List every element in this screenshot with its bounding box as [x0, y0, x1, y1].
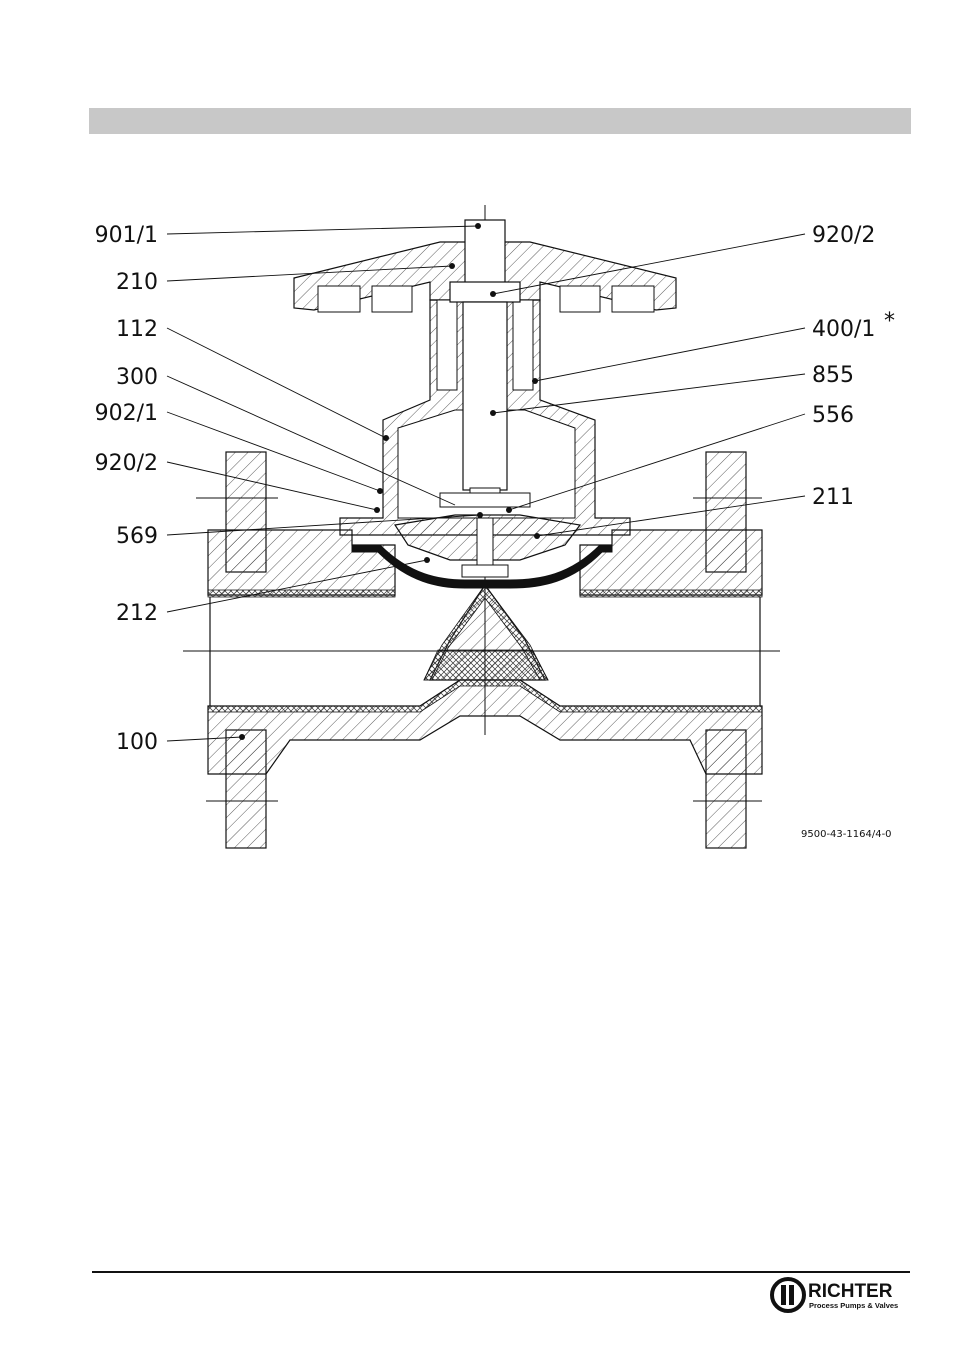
part-label-569: 569 — [116, 524, 158, 549]
brand-tagline: Process Pumps & Valves — [809, 1301, 898, 1310]
part-label-210: 210 — [116, 270, 158, 295]
footer-rule — [92, 1271, 910, 1273]
asterisk-mark: * — [884, 309, 895, 334]
richter-logo: RICHTER Process Pumps & Valves — [770, 1275, 910, 1315]
part-label-920-2-left: 920/2 — [95, 451, 158, 476]
brand-name: RICHTER — [808, 1281, 893, 1302]
part-label-855: 855 — [812, 363, 854, 388]
part-label-212: 212 — [116, 601, 158, 626]
part-label-112: 112 — [116, 317, 158, 342]
part-label-100: 100 — [116, 730, 158, 755]
weir — [424, 585, 548, 680]
part-label-300: 300 — [116, 365, 158, 390]
part-label-901-1: 901/1 — [95, 223, 158, 248]
drawing-number: 9500-43-1164/4-0 — [801, 829, 892, 840]
part-label-902-1: 902/1 — [95, 401, 158, 426]
part-label-920-2-right: 920/2 — [812, 223, 875, 248]
part-label-211: 211 — [812, 485, 854, 510]
richter-emblem-icon — [772, 1279, 804, 1311]
part-label-556: 556 — [812, 403, 854, 428]
part-label-400-1: 400/1 — [812, 317, 875, 342]
